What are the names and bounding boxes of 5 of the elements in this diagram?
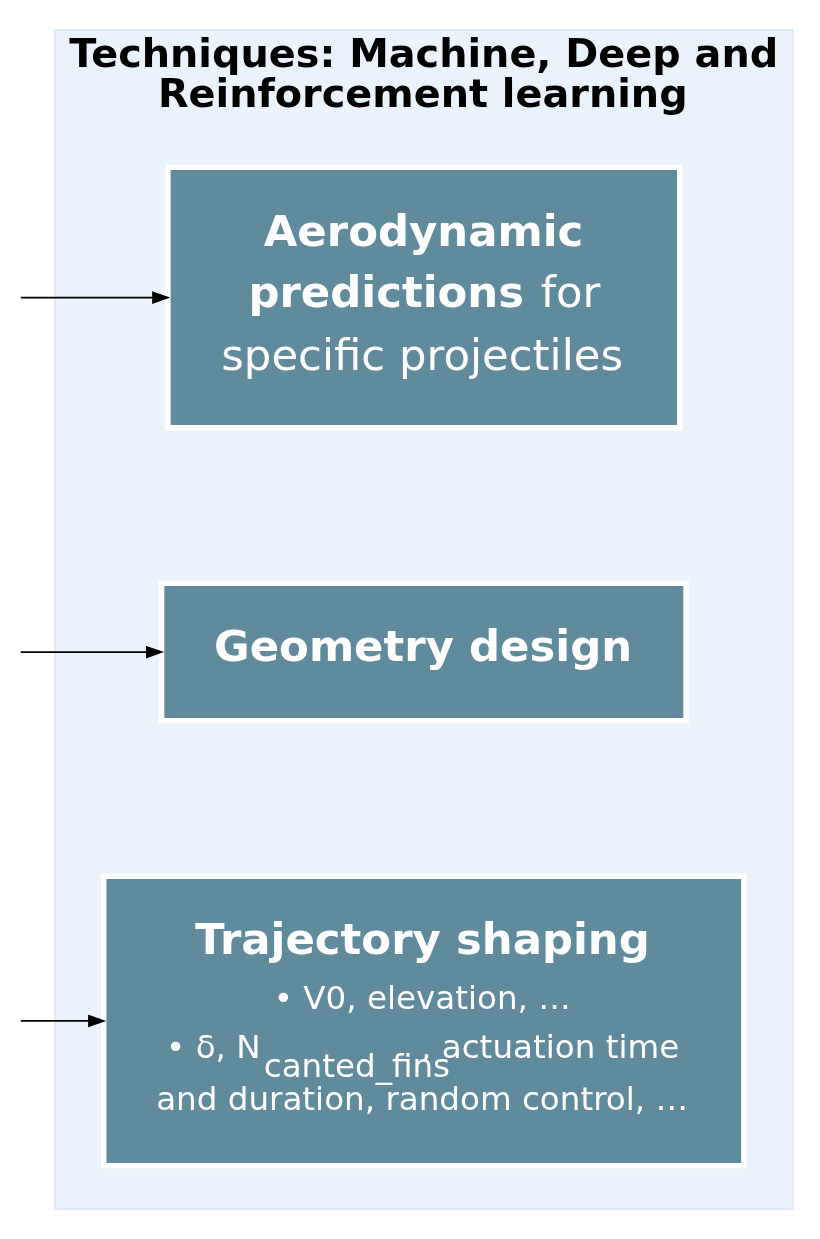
arrow xyxy=(19,1014,106,1028)
node-box: Aerodynamic predictions for specific projectiles xyxy=(164,164,682,431)
arrow xyxy=(19,645,164,659)
node-box: Geometry design xyxy=(158,580,689,724)
arrow xyxy=(19,291,170,304)
